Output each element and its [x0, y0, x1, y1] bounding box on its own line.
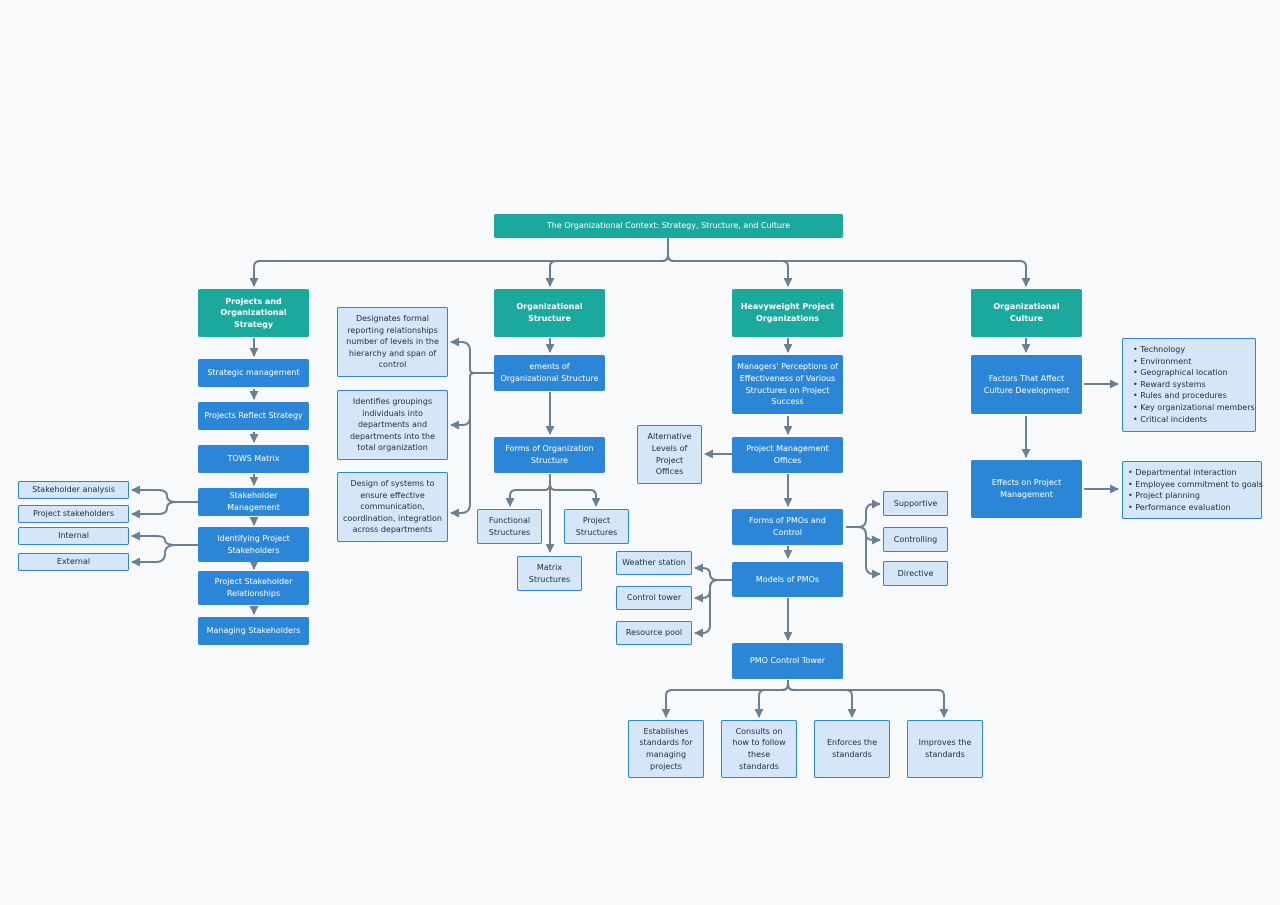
forms-pmos-node[interactable]: Forms of PMOs and Control	[732, 509, 843, 545]
effects-pm-node[interactable]: Effects on Project Management	[971, 460, 1082, 518]
connector-functional	[505, 474, 551, 507]
pm-effects-list[interactable]: • Departmental interaction • Employee co…	[1122, 461, 1263, 519]
internal-node[interactable]: Internal	[18, 527, 129, 545]
connector-project-stakeholders	[131, 501, 198, 519]
connector-root-culture	[667, 238, 1031, 287]
connector-directive	[846, 526, 881, 579]
strategic-management-node[interactable]: Strategic management	[198, 359, 309, 387]
connector-control-tower	[694, 579, 732, 603]
connector-external	[131, 544, 198, 567]
pm-effect-item: • Employee commitment to goals	[1128, 479, 1263, 489]
connector-designates	[450, 337, 494, 374]
culture-factor-item: • Technology	[1133, 345, 1186, 354]
stakeholder-management-node[interactable]: Stakeholder Management	[198, 488, 309, 516]
pm-effect-item: • Project planning	[1128, 491, 1200, 501]
connector-establishes	[661, 680, 789, 718]
culture-factors-list[interactable]: • Technology • Environment • Geographica…	[1122, 338, 1256, 432]
controlling-node[interactable]: Controlling	[883, 527, 948, 552]
root-topic[interactable]: The Organizational Context: Strategy, St…	[494, 214, 843, 238]
connector-weather	[694, 563, 732, 581]
connector-project-structures	[549, 474, 601, 507]
connector-root-structure	[545, 238, 669, 287]
culture-factor-item: • Rules and procedures	[1133, 391, 1227, 401]
connector-enforces	[787, 680, 857, 718]
pm-effect-item: • Departmental interaction	[1128, 468, 1237, 477]
projects-reflect-strategy-node[interactable]: Projects Reflect Strategy	[198, 402, 309, 430]
improves-standards-node[interactable]: Improves the standards	[907, 720, 983, 778]
tows-matrix-node[interactable]: TOWS Matrix	[198, 445, 309, 473]
supportive-node[interactable]: Supportive	[883, 491, 948, 516]
project-structures-node[interactable]: Project Structures	[564, 509, 629, 544]
managing-stakeholders-node[interactable]: Managing Stakeholders	[198, 617, 309, 645]
culture-factor-item: • Environment	[1133, 356, 1192, 366]
establishes-standards-node[interactable]: Establishes standards for managing proje…	[628, 720, 704, 778]
control-tower-node[interactable]: Control tower	[616, 586, 692, 610]
connector-internal	[131, 531, 198, 546]
connector-stakeholder-analysis	[131, 485, 198, 503]
designates-formal-node[interactable]: Designates formal reporting relationship…	[337, 307, 448, 377]
connector-identifies	[450, 372, 494, 430]
connector-supportive	[846, 499, 881, 528]
resource-pool-node[interactable]: Resource pool	[616, 621, 692, 645]
design-systems-node[interactable]: Design of systems to ensure effective co…	[337, 472, 448, 542]
heavyweight-topic[interactable]: Heavyweight Project Organizations	[732, 289, 843, 337]
connector-improves	[787, 680, 949, 718]
alternative-levels-node[interactable]: Alternative Levels of Project Offices	[637, 425, 702, 484]
culture-factor-item: • Reward systems	[1133, 379, 1206, 389]
org-structure-topic[interactable]: Organizational Structure	[494, 289, 605, 337]
connector-consults	[754, 680, 789, 718]
connector-resource-pool	[694, 579, 732, 638]
matrix-structures-node[interactable]: Matrix Structures	[517, 556, 582, 591]
consults-standards-node[interactable]: Consults on how to follow these standard…	[721, 720, 797, 778]
directive-node[interactable]: Directive	[883, 561, 948, 586]
enforces-standards-node[interactable]: Enforces the standards	[814, 720, 890, 778]
culture-factor-item: • Key organizational members	[1133, 402, 1255, 412]
stakeholder-relationships-node[interactable]: Project Stakeholder Relationships	[198, 571, 309, 605]
forms-structure-node[interactable]: Forms of Organization Structure	[494, 437, 605, 473]
functional-structures-node[interactable]: Functional Structures	[477, 509, 542, 544]
pm-effect-item: • Performance evaluation	[1128, 502, 1231, 512]
pmo-offices-node[interactable]: Project Management Offices	[732, 437, 843, 473]
project-stakeholders-node[interactable]: Project stakeholders	[18, 505, 129, 523]
pmo-control-tower-node[interactable]: PMO Control Tower	[732, 643, 843, 679]
connector-design-systems	[450, 372, 494, 518]
external-node[interactable]: External	[18, 553, 129, 571]
managers-perceptions-node[interactable]: Managers' Perceptions of Effectiveness o…	[732, 355, 843, 414]
org-culture-topic[interactable]: Organizational Culture	[971, 289, 1082, 337]
weather-station-node[interactable]: Weather station	[616, 551, 692, 575]
projects-strategy-topic[interactable]: Projects and Organizational Strategy	[198, 289, 309, 337]
culture-factor-item: • Geographical location	[1133, 368, 1228, 378]
factors-culture-node[interactable]: Factors That Affect Culture Development	[971, 355, 1082, 414]
identifying-stakeholders-node[interactable]: Identifying Project Stakeholders	[198, 527, 309, 562]
culture-factor-item: • Critical incidents	[1133, 414, 1208, 424]
stakeholder-analysis-node[interactable]: Stakeholder analysis	[18, 481, 129, 499]
models-pmos-node[interactable]: Models of PMOs	[732, 562, 843, 597]
elements-structure-node[interactable]: ements of Organizational Structure	[494, 355, 605, 391]
identifies-groupings-node[interactable]: Identifies groupings individuals into de…	[337, 390, 448, 460]
